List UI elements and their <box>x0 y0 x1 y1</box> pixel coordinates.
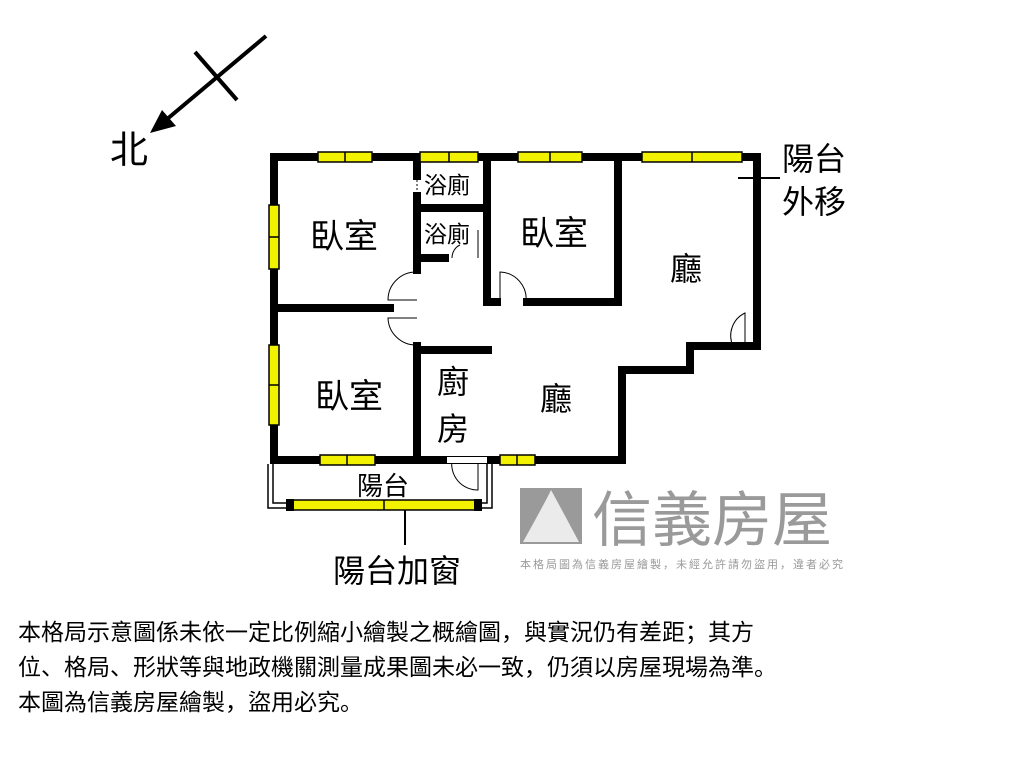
room-label-living: 廳 <box>670 250 702 288</box>
doors <box>387 176 746 491</box>
note-line: 位、格局、形狀等與地政機關測量成果圖未必一致，仍須以房屋現場為準。 <box>18 655 777 681</box>
walls <box>270 153 761 464</box>
note-line: 本圖為信義房屋繪製，盜用必究。 <box>18 690 363 716</box>
annotation-balcony-window: 陽台加窗 <box>333 552 461 590</box>
room-label-kitchen: 廚 <box>437 363 469 401</box>
room-label-bathroom: 浴廁 <box>424 173 470 199</box>
room-label-living: 廳 <box>540 380 572 418</box>
room-label-balcony: 陽台 <box>357 472 409 502</box>
room-labels: 臥室 臥室 臥室 浴廁 浴廁 廳 廳 廚 房 陽台 陽台 外移 陽台加窗 <box>310 140 846 590</box>
note-line: 本格局示意圖係未依一定比例縮小繪製之概繪圖，與實況仍有差距；其方 <box>18 620 754 646</box>
windows <box>268 151 743 511</box>
compass: 北 <box>110 34 268 172</box>
watermark: 信義房屋 本格局圖為信義房屋繪製，未經允許請勿盜用，違者必究 <box>520 486 845 571</box>
room-label-bedroom: 臥室 <box>310 217 378 257</box>
annotation-balcony-moved: 陽台 <box>782 140 846 178</box>
watermark-brand: 信義房屋 <box>592 486 832 556</box>
watermark-notice: 本格局圖為信義房屋繪製，未經允許請勿盜用，違者必究 <box>520 557 845 571</box>
north-arrow-icon <box>150 110 176 133</box>
room-label-bathroom: 浴廁 <box>424 222 470 248</box>
room-label-kitchen: 房 <box>437 410 469 448</box>
room-label-bedroom: 臥室 <box>315 377 383 417</box>
north-label: 北 <box>110 128 148 172</box>
disclaimer-notes: 本格局示意圖係未依一定比例縮小繪製之概繪圖，與實況仍有差距；其方 位、格局、形狀… <box>18 616 1018 721</box>
room-label-bedroom: 臥室 <box>520 214 588 254</box>
annotation-balcony-moved: 外移 <box>782 183 846 221</box>
